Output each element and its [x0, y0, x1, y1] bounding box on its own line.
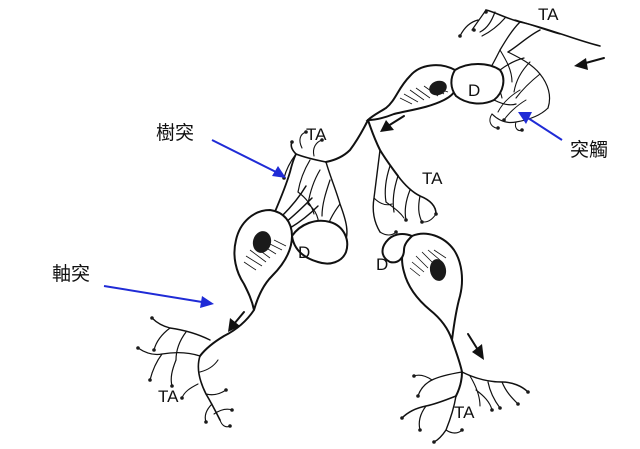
label-d-left: D — [298, 243, 310, 262]
synapse-pointer: 突觸 — [518, 112, 608, 161]
label-ta-mid-right: TA — [422, 169, 443, 188]
right-axon — [451, 339, 463, 397]
label-d-right: D — [376, 255, 388, 274]
left-dendrite-d — [290, 219, 349, 265]
top-axon-arrow — [380, 115, 405, 132]
right-upper-terminals — [372, 149, 438, 236]
top-dendrite-d — [450, 57, 525, 106]
top-axon — [325, 119, 369, 163]
right-bottom-terminals — [400, 371, 530, 444]
label-ta-bottom-left: TA — [158, 387, 179, 406]
label-ta-mid-left: TA — [306, 125, 327, 144]
left-axon — [199, 309, 255, 357]
top-soma — [365, 64, 459, 122]
label-axon: 軸突 — [52, 263, 90, 285]
label-ta-top: TA — [538, 5, 559, 24]
right-soma — [401, 232, 463, 341]
label-synapse: 突觸 — [570, 139, 608, 161]
right-axon-arrow — [467, 333, 484, 360]
left-soma — [233, 208, 294, 311]
dendrite-pointer: 樹突 — [156, 122, 286, 178]
left-axon-arrow — [228, 311, 245, 332]
right-dendrite-d — [381, 233, 414, 264]
axon-pointer: 軸突 — [52, 263, 214, 308]
label-ta-bottom-right: TA — [454, 403, 475, 422]
label-d-top: D — [468, 81, 480, 100]
left-bottom-terminals — [136, 316, 234, 428]
top-neuron: TA D — [325, 5, 605, 177]
top-input-arrow — [574, 57, 605, 70]
right-neuron: TA D TA — [372, 149, 530, 444]
left-neuron: TA D TA — [136, 125, 349, 428]
label-dendrite: 樹突 — [156, 122, 194, 144]
